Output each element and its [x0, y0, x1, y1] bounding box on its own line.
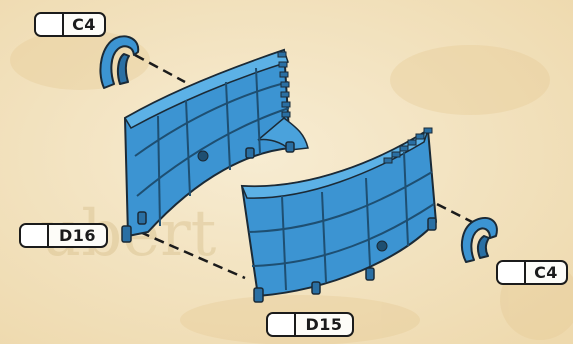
left-panel-hole	[198, 151, 208, 161]
part-code-c4-top: C4	[64, 14, 104, 35]
checkbox-d15	[268, 314, 296, 335]
part-code-d15: D15	[296, 314, 352, 335]
label-c4-right: C4	[496, 260, 568, 285]
right-panel-hole	[377, 241, 387, 251]
label-d16: D16	[19, 223, 108, 248]
checkbox-d16	[21, 225, 49, 246]
label-c4-top: C4	[34, 12, 106, 37]
label-d15: D15	[266, 312, 354, 337]
part-code-c4-right: C4	[526, 262, 566, 283]
checkbox-c4-right	[498, 262, 526, 283]
checkbox-c4-top	[36, 14, 64, 35]
part-code-d16: D16	[49, 225, 106, 246]
